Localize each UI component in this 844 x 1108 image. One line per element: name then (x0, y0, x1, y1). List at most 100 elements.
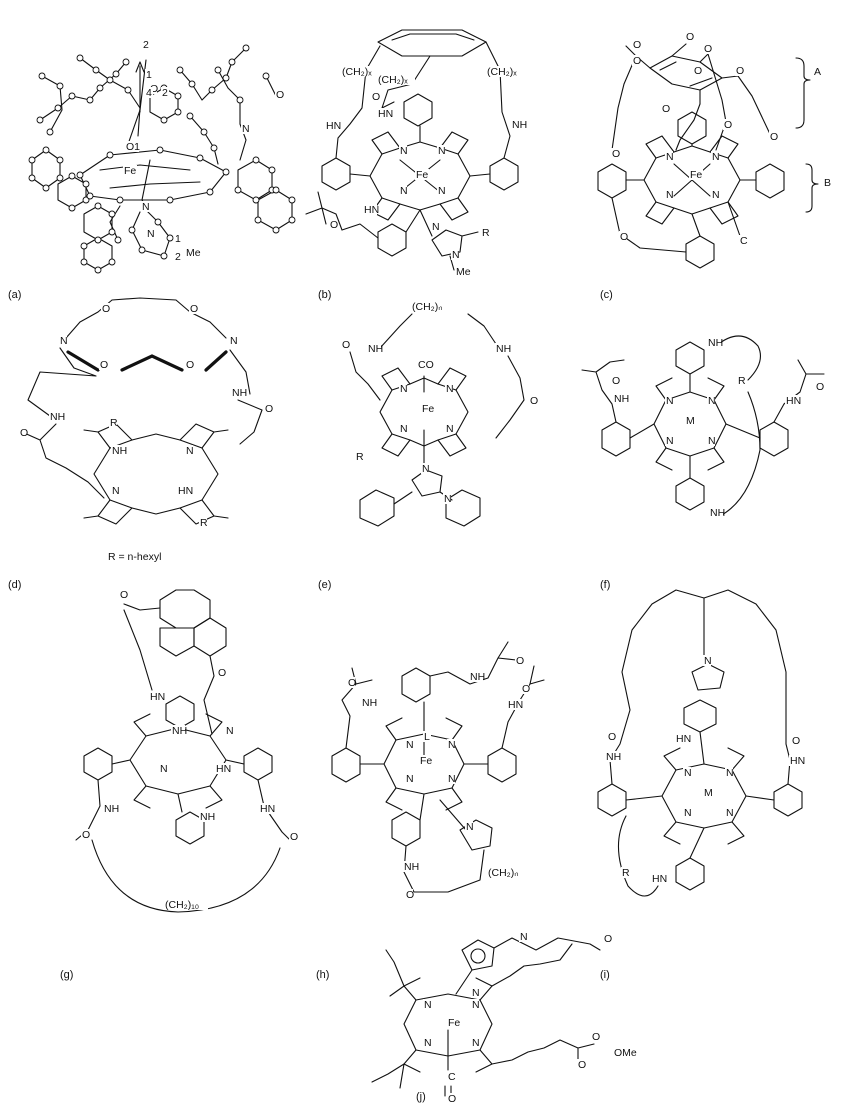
atom-label-bg (215, 763, 229, 774)
atom-label-bg (177, 485, 191, 496)
atom-label-bg (707, 337, 721, 348)
atom-label-bg (164, 899, 208, 910)
atom-label-bg (471, 987, 479, 998)
atom-label-bg (675, 733, 689, 744)
atom-label-bg (445, 423, 453, 434)
atom-label-h: O (522, 683, 530, 695)
atom-label-bg (49, 411, 63, 422)
atom-label-a: N (142, 201, 150, 213)
atom-label-d: N (60, 335, 68, 347)
atom-label-bg (725, 767, 733, 778)
atom-label-h: Fe (420, 755, 432, 767)
atom-label-g: NH (200, 811, 215, 823)
atom-label-bg (189, 303, 197, 314)
atom-label-e: N (444, 493, 452, 505)
atom-label-g: NH (104, 803, 119, 815)
atom-label-c: A (814, 66, 821, 78)
atom-label-bg (515, 655, 523, 666)
atom-label-bg (737, 375, 745, 386)
atom-label-d: HN (178, 485, 193, 497)
atom-label-bg (815, 381, 823, 392)
atom-label-bg (199, 517, 207, 528)
atom-label-bg (231, 387, 245, 398)
atom-label-h: N (448, 773, 456, 785)
atom-label-g: HN (150, 691, 165, 703)
panel-f (581, 335, 825, 517)
atom-label-e: CO (418, 359, 434, 371)
atom-label-bg (399, 145, 407, 156)
atom-label-bg (174, 233, 182, 244)
panel-c-bonds (597, 43, 819, 269)
atom-label-bg (19, 427, 27, 438)
atom-label-f: R (738, 375, 746, 387)
atom-label-bg (125, 141, 139, 152)
atom-label-bg (185, 247, 199, 258)
atom-label-bg (519, 931, 527, 942)
atom-label-c: B (824, 177, 831, 189)
atom-label-e: Fe (422, 403, 434, 415)
atom-label-bg (371, 91, 379, 102)
atom-label-b: NH (512, 119, 527, 131)
atom-label-bg (632, 55, 640, 66)
atom-label-bg (171, 725, 185, 736)
atom-label-bg (123, 165, 137, 176)
atom-label-c: O (686, 31, 694, 43)
panel-j-bonds (371, 937, 601, 1097)
atom-label-e: NH (496, 343, 511, 355)
atom-label-i: N (726, 767, 734, 779)
atom-label-i: HN (652, 873, 667, 885)
atom-label-bg (709, 507, 723, 518)
atom-label-bg (159, 763, 167, 774)
panel-label-b: (b) (318, 289, 331, 301)
atom-label-bg (613, 393, 627, 404)
atom-label-bg (621, 867, 629, 878)
panel-i (597, 589, 803, 897)
atom-label-bg (399, 423, 407, 434)
atom-label-bg (145, 69, 153, 80)
atom-label-bg (264, 403, 272, 414)
atom-label-bg (451, 249, 459, 260)
atom-label-h: HN (508, 699, 523, 711)
atom-label-h: N (466, 821, 474, 833)
atom-label-a: 1 (175, 233, 181, 245)
atom-label-bg (789, 755, 803, 766)
atom-label-g: HN (216, 763, 231, 775)
atom-label-b: R (482, 227, 490, 239)
atom-label-j: O (578, 1059, 586, 1071)
atom-label-e: N (400, 423, 408, 435)
atom-label-a: N (147, 228, 155, 240)
atom-label-bg (229, 335, 237, 346)
atom-label-bg (469, 671, 483, 682)
atom-label-h: N (406, 739, 414, 751)
panel-label-c: (c) (600, 289, 613, 301)
atom-label-c: N (666, 189, 674, 201)
atom-label-bg (465, 821, 473, 832)
atom-label-b: N (438, 145, 446, 157)
atom-label-bg (703, 787, 711, 798)
atom-label-bg (447, 773, 455, 784)
atom-label-d: R (110, 417, 118, 429)
atom-label-bg (455, 266, 469, 277)
atom-label-j: O (448, 1093, 456, 1105)
atom-label-h: L (424, 731, 430, 743)
atom-label-c: O (662, 103, 670, 115)
atom-label-b: (CH₂)ₓ (342, 66, 372, 78)
atom-label-bg (377, 74, 415, 85)
atom-label-d: NH (50, 411, 65, 423)
atom-label-c: Fe (690, 169, 702, 181)
atom-label-bg (605, 751, 619, 762)
atom-label-bg (405, 773, 413, 784)
atom-label-bg (419, 755, 433, 766)
atom-label-j: N (472, 987, 480, 999)
atom-label-bg (377, 108, 391, 119)
atom-label-b: N (432, 221, 440, 233)
atom-label-bg (423, 731, 431, 742)
atom-label-j: OMe (614, 1047, 637, 1059)
atom-label-bg (275, 89, 283, 100)
panel-h (331, 641, 545, 893)
atom-label-b: Fe (416, 169, 428, 181)
panel-label-a: (a) (8, 289, 21, 301)
panel-label-i: (i) (600, 969, 610, 981)
atom-label-d: NH (232, 387, 247, 399)
